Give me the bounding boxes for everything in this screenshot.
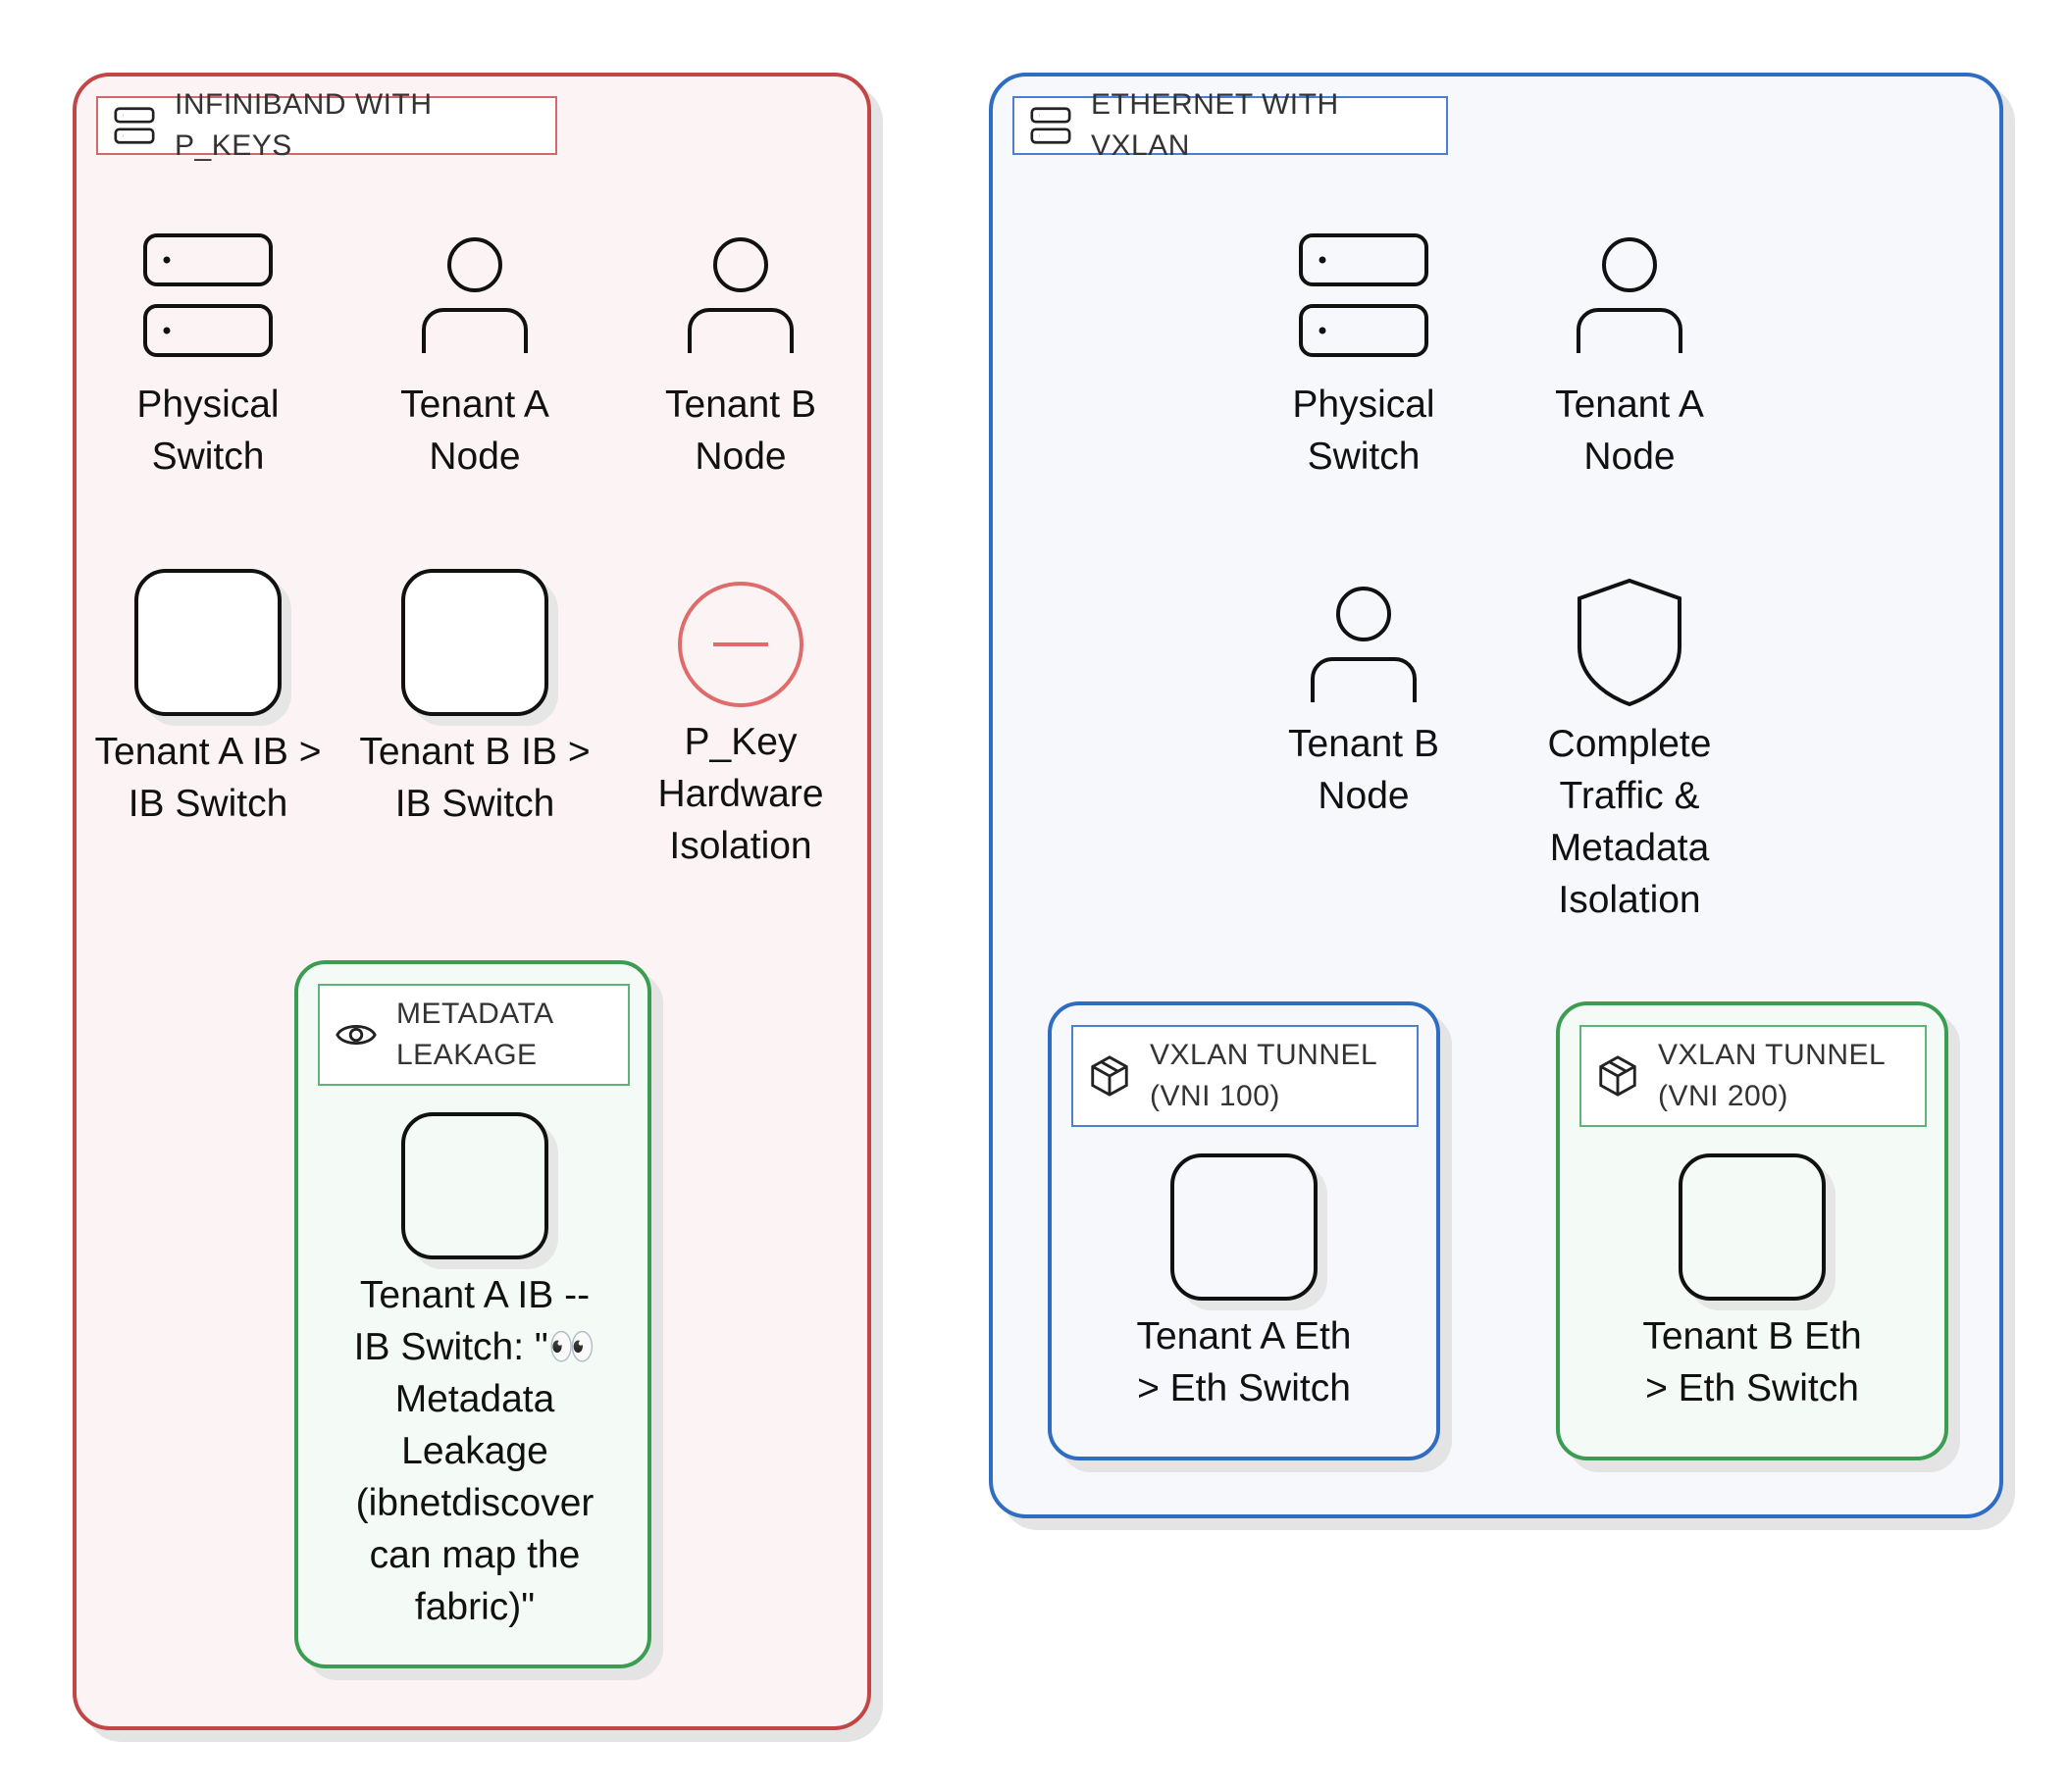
metadata-leakage-header: METADATA LEAKAGE bbox=[318, 984, 630, 1086]
node-label: Tenant A Eth > Eth Switch bbox=[1136, 1315, 1352, 1409]
ib-pkey-isolation-node[interactable]: P_Key Hardware Isolation bbox=[603, 579, 878, 872]
server-icon bbox=[1299, 233, 1428, 357]
metadata-leakage-group: METADATA LEAKAGE bbox=[294, 960, 651, 1668]
ib-tenant-a-node[interactable]: Tenant A Node bbox=[337, 231, 612, 483]
eth-tenant-b-node[interactable]: Tenant B Node bbox=[1226, 581, 1501, 822]
ib-physical-switch-node[interactable]: Physical Switch bbox=[71, 231, 345, 483]
node-shape bbox=[134, 569, 282, 716]
node-label: Tenant B Node bbox=[665, 384, 816, 478]
eye-icon bbox=[336, 1024, 377, 1046]
ib-metadata-leakage-node[interactable]: Tenant A IB -- IB Switch: "👀 Metadata Le… bbox=[337, 1112, 612, 1633]
eth-tenant-a-node[interactable]: Tenant A Node bbox=[1492, 231, 1767, 483]
node-label: Tenant A Node bbox=[1555, 384, 1704, 478]
node-label: Tenant B Node bbox=[1288, 723, 1439, 817]
node-shape bbox=[401, 1112, 548, 1259]
node-label: Tenant B IB > IB Switch bbox=[359, 731, 591, 825]
vxlan-tunnel-b-header: VXLAN TUNNEL (VNI 200) bbox=[1579, 1025, 1927, 1127]
node-shape bbox=[401, 569, 548, 716]
user-icon bbox=[1311, 587, 1417, 702]
node-label: P_Key Hardware Isolation bbox=[657, 721, 824, 867]
eth-tenant-a-eth-node[interactable]: Tenant A Eth > Eth Switch bbox=[1107, 1153, 1381, 1414]
node-label: Complete Traffic & Metadata Isolation bbox=[1547, 723, 1712, 921]
eth-isolation-node[interactable]: Complete Traffic & Metadata Isolation bbox=[1492, 577, 1767, 926]
node-label: Tenant A IB > IB Switch bbox=[94, 731, 322, 825]
infiniband-group-title: INFINIBAND WITH P_KEYS bbox=[175, 88, 433, 162]
ib-tenant-a-ib-node[interactable]: Tenant A IB > IB Switch bbox=[71, 569, 345, 830]
server-icon bbox=[143, 233, 273, 357]
vxlan-tunnel-a-header: VXLAN TUNNEL (VNI 100) bbox=[1071, 1025, 1419, 1127]
vxlan-tunnel-a-title: VXLAN TUNNEL (VNI 100) bbox=[1150, 1039, 1378, 1112]
metadata-leakage-title: METADATA LEAKAGE bbox=[396, 998, 554, 1071]
user-icon bbox=[422, 237, 528, 353]
ib-tenant-b-ib-node[interactable]: Tenant B IB > IB Switch bbox=[337, 569, 612, 830]
package-icon bbox=[1091, 1055, 1128, 1097]
server-icon bbox=[114, 107, 155, 144]
node-label: Physical Switch bbox=[1292, 384, 1435, 478]
server-icon bbox=[1030, 107, 1071, 144]
vxlan-tunnel-b-title: VXLAN TUNNEL (VNI 200) bbox=[1658, 1039, 1887, 1112]
node-label: Tenant B Eth > Eth Switch bbox=[1642, 1315, 1862, 1409]
node-shape bbox=[1679, 1153, 1826, 1301]
ethernet-group-header: ETHERNET WITH VXLAN bbox=[1012, 88, 1448, 162]
package-icon bbox=[1599, 1055, 1636, 1097]
node-label: Tenant A Node bbox=[400, 384, 549, 478]
node-label: Tenant A IB -- IB Switch: "👀 Metadata Le… bbox=[353, 1274, 596, 1628]
minus-circle-icon bbox=[678, 582, 803, 707]
user-icon bbox=[1577, 237, 1682, 353]
node-shape bbox=[1170, 1153, 1318, 1301]
shield-icon bbox=[1578, 578, 1681, 707]
node-label: Physical Switch bbox=[136, 384, 280, 478]
vxlan-tunnel-a-group: VXLAN TUNNEL (VNI 100) bbox=[1048, 1001, 1440, 1460]
ib-tenant-b-node[interactable]: Tenant B Node bbox=[603, 231, 878, 483]
ethernet-group-title: ETHERNET WITH VXLAN bbox=[1091, 88, 1339, 162]
infiniband-group-header: INFINIBAND WITH P_KEYS bbox=[96, 88, 557, 162]
user-icon bbox=[688, 237, 794, 353]
eth-physical-switch-node[interactable]: Physical Switch bbox=[1226, 231, 1501, 483]
eth-tenant-b-eth-node[interactable]: Tenant B Eth > Eth Switch bbox=[1615, 1153, 1889, 1414]
